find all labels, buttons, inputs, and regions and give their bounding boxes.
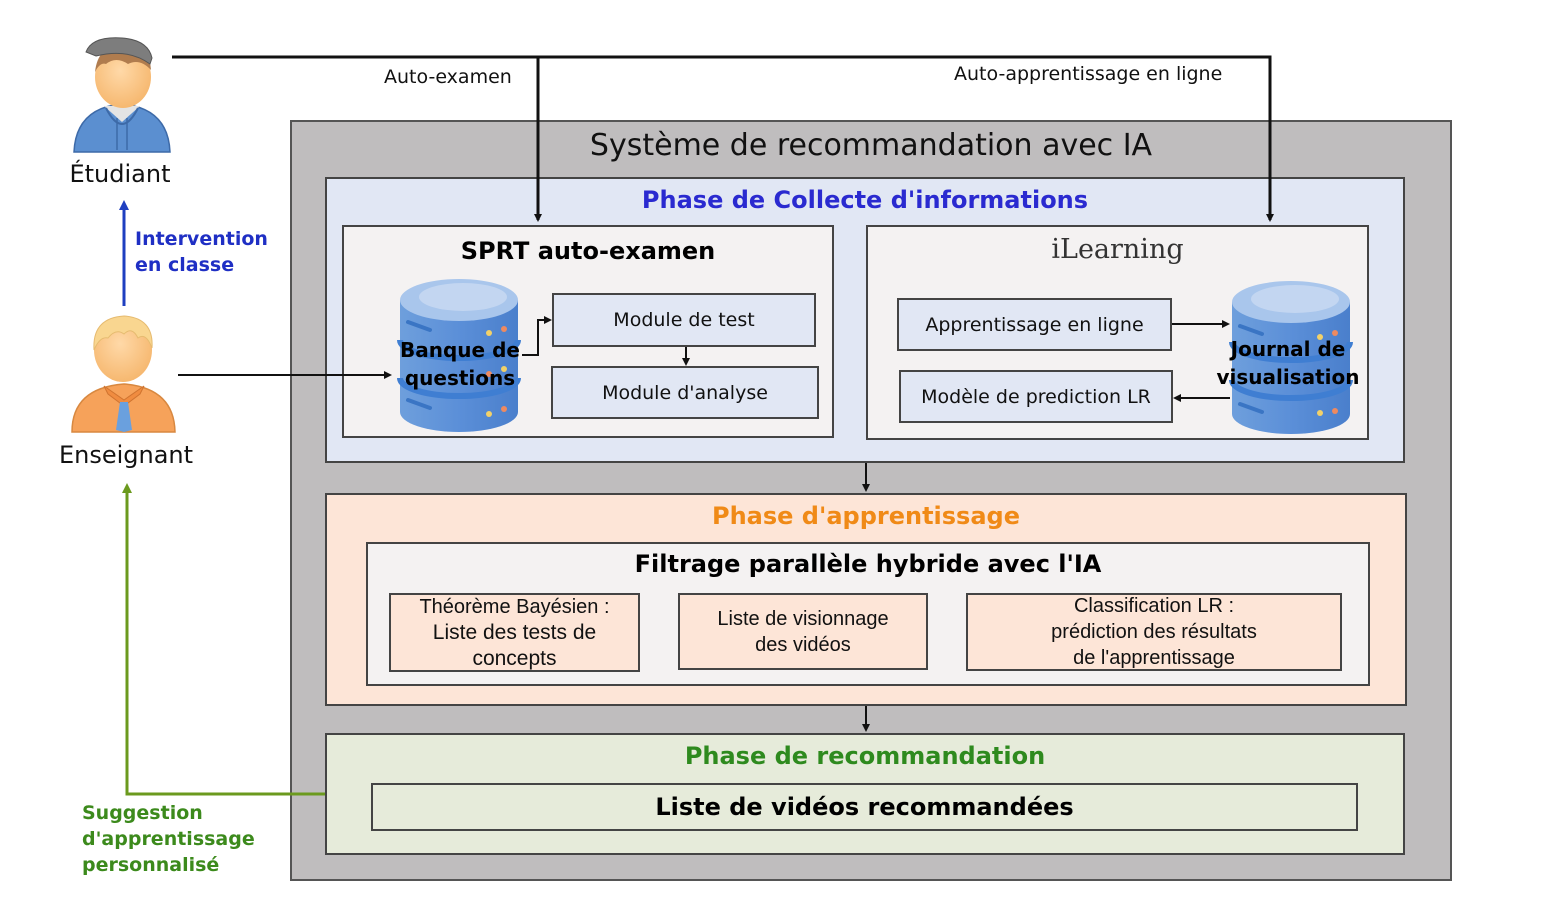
module-online-learning: Apprentissage en ligne — [897, 298, 1172, 351]
online-self-learning-label: Auto-apprentissage en ligne — [954, 63, 1223, 85]
video-watch-list-box: Liste de visionnage des vidéos — [678, 593, 928, 670]
box-line: de l'apprentissage — [1073, 647, 1235, 669]
box-line: Liste des tests de — [432, 620, 597, 644]
module-lr-prediction-label: Modèle de prediction LR — [921, 385, 1151, 408]
module-online-learning-label: Apprentissage en ligne — [925, 313, 1144, 336]
recommended-videos-list: Liste de vidéos recommandées — [371, 783, 1358, 831]
teacher-label: Enseignant — [58, 441, 194, 469]
module-analysis-label: Module d'analyse — [602, 381, 768, 404]
hybrid-filter-title: Filtrage parallèle hybride avec l'IA — [634, 550, 1102, 578]
sprt-title: SPRT auto-examen — [460, 237, 716, 265]
ilearning-title: iLearning — [1051, 234, 1184, 265]
phase-collect-title: Phase de Collecte d'informations — [641, 186, 1089, 214]
label-line: en classe — [135, 254, 235, 276]
teacher-avatar-icon — [71, 315, 176, 433]
db-label-line: Journal de — [1230, 337, 1346, 361]
recommended-videos-label: Liste de vidéos recommandées — [655, 793, 1074, 821]
module-test-label: Module de test — [613, 309, 755, 331]
label-line: d'apprentissage — [82, 828, 255, 850]
phase-learning-title: Phase d'apprentissage — [712, 502, 1020, 530]
viewing-log-label: Journal de visualisation — [1208, 335, 1368, 391]
lr-classification-box: Classification LR : prédiction des résul… — [966, 593, 1342, 671]
personalized-suggestion-label: Suggestion d'apprentissage personnalisé — [82, 800, 255, 878]
box-line: Liste de visionnage — [717, 607, 889, 630]
module-lr-prediction: Modèle de prediction LR — [899, 370, 1173, 423]
box-line: Théorème Bayésien : — [419, 595, 610, 618]
self-exam-label: Auto-examen — [384, 66, 512, 88]
system-title: Système de recommandation avec IA — [589, 128, 1153, 163]
box-line: Classification LR : — [1073, 595, 1235, 617]
student-avatar-icon — [73, 37, 171, 153]
phase-recommendation-title: Phase de recommandation — [684, 742, 1046, 770]
label-line: personnalisé — [82, 854, 220, 876]
bayesian-concept-tests-box: Théorème Bayésien : Liste des tests de c… — [389, 593, 640, 672]
box-line: concepts — [472, 646, 557, 670]
class-intervention-label: Intervention en classe — [135, 226, 268, 278]
db-label-line: Banque de — [400, 338, 520, 362]
module-analysis: Module d'analyse — [551, 366, 819, 419]
module-test: Module de test — [552, 293, 816, 347]
label-line: Intervention — [135, 228, 268, 250]
db-label-line: questions — [404, 366, 516, 390]
box-line: des vidéos — [755, 633, 851, 656]
label-line: Suggestion — [82, 802, 203, 824]
box-line: prédiction des résultats — [1051, 621, 1257, 643]
question-bank-label: Banque de questions — [380, 336, 540, 392]
student-label: Étudiant — [69, 160, 171, 188]
db-label-line: visualisation — [1216, 365, 1360, 389]
